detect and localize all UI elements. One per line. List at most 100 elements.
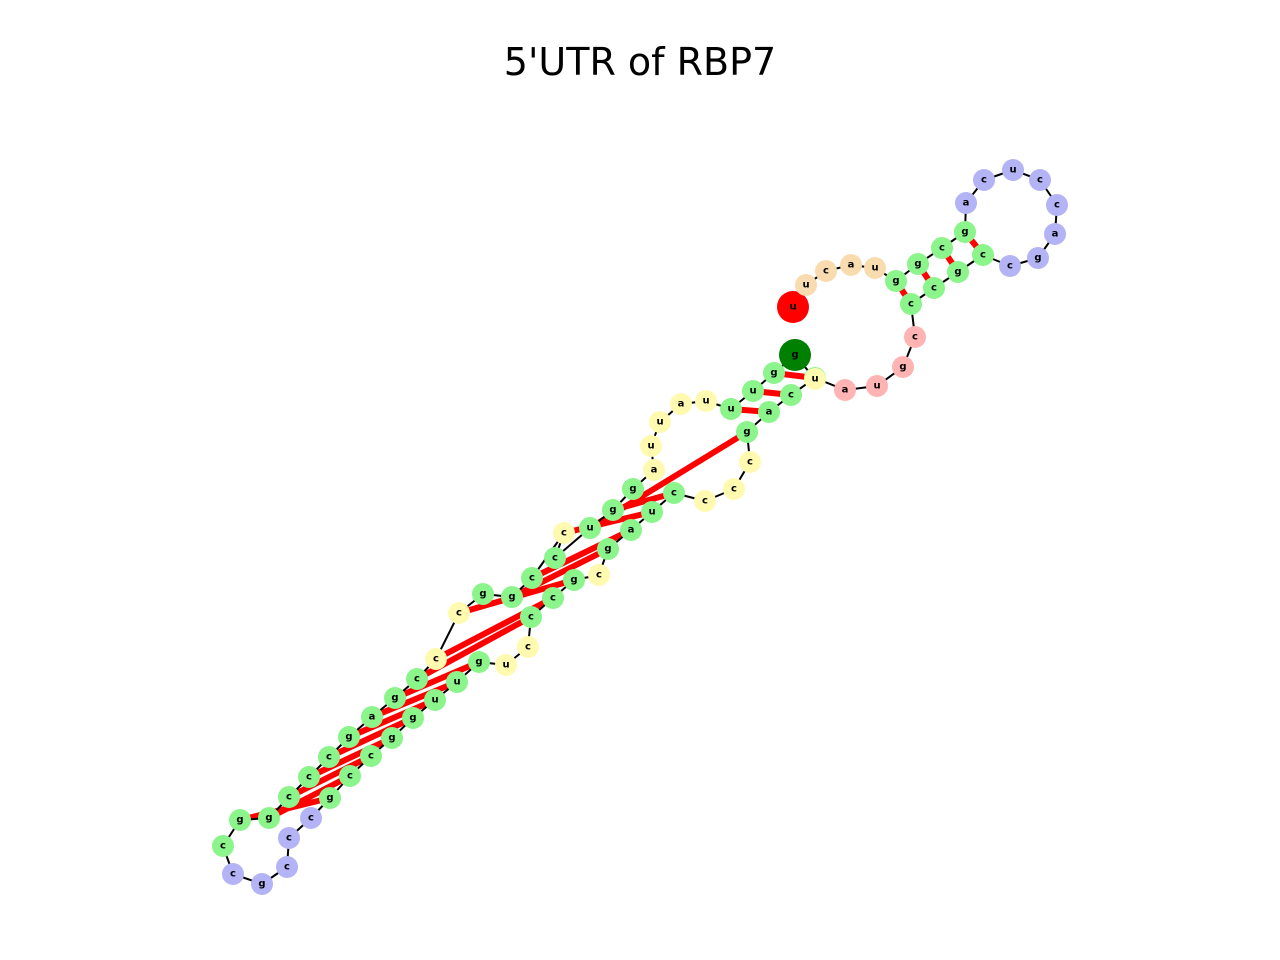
nucleotide-stem: c: [212, 835, 234, 857]
nucleotide-stem: c: [360, 745, 382, 767]
nucleotide-interior-loop: a: [643, 459, 665, 481]
nucleotide-stem: g: [954, 221, 976, 243]
base-pair-bond: [347, 697, 437, 740]
nucleotide-circle: [251, 873, 273, 895]
nucleotide-stem: g: [622, 478, 644, 500]
nucleotide-label: g: [475, 657, 482, 668]
nucleotide-circle: [468, 651, 490, 673]
nucleotide-end-3prime: g: [779, 339, 811, 371]
nucleotide-label: u: [811, 374, 818, 385]
base-pair-bond: [307, 735, 394, 780]
nucleotide-circle: [542, 587, 564, 609]
nucleotide-label: c: [1037, 175, 1043, 186]
nucleotide-stem: c: [972, 244, 994, 266]
nucleotide-circle: [840, 254, 862, 276]
nucleotide-circle: [649, 411, 671, 433]
nucleotide-stem: g: [501, 586, 523, 608]
nucleotide-interior-loop: c: [448, 602, 470, 624]
nucleotide-hairpin-loop: c: [973, 169, 995, 191]
nucleotide-stem: g: [258, 807, 280, 829]
nucleotide-circle: [640, 435, 662, 457]
nucleotide-circle: [319, 787, 341, 809]
nucleotide-circle: [1044, 223, 1066, 245]
nucleotide-circle: [229, 809, 251, 831]
nucleotide-label: g: [1034, 253, 1041, 264]
nucleotide-circle: [276, 856, 298, 878]
nucleotide-circle: [361, 706, 383, 728]
nucleotide-stem: u: [446, 671, 468, 693]
nucleotide-circle: [521, 567, 543, 589]
nucleotide-interior-loop: c: [425, 648, 447, 670]
nucleotide-label: u: [873, 381, 880, 392]
nucleotide-circle: [597, 538, 619, 560]
nucleotide-hairpin-loop: a: [955, 192, 977, 214]
nucleotide-unpaired-5prime: c: [815, 260, 837, 282]
nucleotide-label: c: [230, 869, 236, 880]
nucleotide-label: c: [347, 771, 353, 782]
nucleotide-circle: [742, 380, 764, 402]
nucleotide-bulge: u: [866, 375, 888, 397]
nucleotide-circle: [864, 257, 886, 279]
nucleotide-circle: [720, 398, 742, 420]
nucleotide-interior-loop: c: [553, 522, 575, 544]
nucleotide-start-5prime: u: [777, 291, 809, 323]
nucleotide-label: u: [431, 695, 438, 706]
nucleotide-stem: g: [384, 687, 406, 709]
nucleotide-interior-loop: u: [804, 368, 826, 390]
nucleotide-stem: g: [402, 707, 424, 729]
nucleotide-stem: g: [885, 270, 907, 292]
nucleotide-label: u: [586, 523, 593, 534]
nucleotide-circle: [1002, 159, 1024, 181]
nucleotide-circle: [495, 654, 517, 676]
nucleotide-label: c: [414, 674, 420, 685]
nucleotide-circle: [517, 636, 539, 658]
nucleotide-circle: [553, 522, 575, 544]
nucleotide-circle: [739, 451, 761, 473]
base-pair-bond: [327, 715, 415, 760]
base-pair-bond: [530, 527, 633, 581]
nucleotide-interior-loop: u: [640, 435, 662, 457]
nucleotide-circle: [972, 244, 994, 266]
nucleotide-circle: [907, 253, 929, 275]
nucleotide-stem: c: [521, 567, 543, 589]
diagram-title: 5'UTR of RBP7: [503, 40, 777, 84]
nucleotide-hairpin-loop: a: [1044, 223, 1066, 245]
nucleotide-circle: [954, 221, 976, 243]
nucleotide-label: g: [409, 713, 416, 724]
nucleotide-label: g: [508, 592, 515, 603]
nucleotide-label: c: [286, 792, 292, 803]
nucleotide-stem: c: [520, 606, 542, 628]
nucleotide-label: u: [789, 302, 796, 313]
nucleotide-label: c: [456, 608, 462, 619]
nucleotide-circle: [338, 726, 360, 748]
nucleotide-hairpin-loop: g: [251, 873, 273, 895]
nucleotide-circle: [955, 192, 977, 214]
nucleotide-label: g: [570, 575, 577, 586]
nucleotide-circle: [563, 569, 585, 591]
nucleotide-hairpin-loop: c: [1046, 194, 1068, 216]
nucleotide-interior-loop: c: [694, 490, 716, 512]
nucleotide-stem: g: [602, 499, 624, 521]
nucleotide-circle: [1027, 247, 1049, 269]
nucleotide-stem: g: [229, 809, 251, 831]
nucleotide-hairpin-loop: c: [222, 863, 244, 885]
nucleotide-circle: [763, 362, 785, 384]
nucleotide-label: g: [770, 368, 777, 379]
nucleotide-label: g: [914, 259, 921, 270]
nucleotide-label: c: [747, 457, 753, 468]
nucleotide-circle: [425, 648, 447, 670]
nucleotide-circle: [736, 421, 758, 443]
nucleotide-label: c: [308, 813, 314, 824]
nucleotide-layer: uucauggcgacuccagccgcccguaccagccccuagcgcc…: [212, 159, 1068, 895]
nucleotide-circle: [892, 356, 914, 378]
nucleotide-label: c: [823, 266, 829, 277]
nucleotide-label: g: [604, 544, 611, 555]
nucleotide-label: a: [1052, 229, 1059, 240]
nucleotide-hairpin-loop: c: [278, 827, 300, 849]
nucleotide-label: g: [345, 732, 352, 743]
nucleotide-stem: u: [720, 398, 742, 420]
nucleotide-circle: [973, 169, 995, 191]
base-pair-bond: [393, 659, 481, 701]
nucleotide-circle: [258, 807, 280, 829]
